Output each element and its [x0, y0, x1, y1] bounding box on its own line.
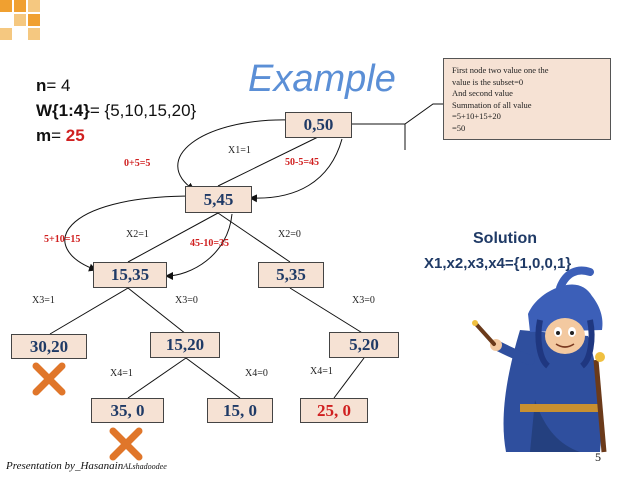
slide-title: Example: [248, 58, 396, 100]
m-value: 25: [65, 126, 85, 145]
calc-label: 50-5=45: [285, 157, 320, 168]
edge-label: X1=1: [228, 145, 251, 156]
edge-n5-n7: [127, 357, 187, 399]
edge-n2-n4: [49, 287, 129, 335]
edge-n1-n2: [127, 212, 219, 263]
edge-n2-n5: [127, 287, 187, 335]
m-line: m= 25: [36, 126, 85, 146]
w-value: = {5,10,15,20}: [89, 101, 197, 120]
edge-label: X3=0: [352, 295, 375, 306]
callout-line: =5+10+15+20: [452, 111, 501, 121]
tree-node: 15,20: [150, 332, 220, 358]
corner-square-1: [0, 0, 12, 12]
callout-line: And second value: [452, 88, 513, 98]
edge-label: X4=0: [245, 368, 268, 379]
n-line: n= 4: [36, 76, 71, 96]
tree-node: 15, 0: [207, 398, 273, 423]
w-line: W{1:4}= {5,10,15,20}: [36, 101, 196, 121]
tree-node-solution: 25, 0: [300, 398, 368, 423]
edge-n5-n8: [185, 357, 241, 399]
n-value: = 4: [46, 76, 71, 95]
tree-node: 15,35: [93, 262, 167, 288]
solution-value: X1,x2,x3,x4={1,0,0,1}: [424, 255, 572, 272]
callout-line: Summation of all value: [452, 99, 532, 110]
m-label: m: [36, 126, 52, 145]
calc-label: 0+5=5: [124, 158, 151, 169]
callout-note: First node two value one the value is th…: [443, 58, 611, 140]
corner-square-5: [28, 14, 40, 26]
corner-square-7: [28, 28, 40, 40]
arrow-n1-to-n2-left: [64, 195, 193, 272]
corner-square-3: [28, 0, 40, 12]
edge-label: X3=1: [32, 295, 55, 306]
edge-label: X4=1: [310, 366, 333, 377]
solution-heading: Solution: [473, 230, 537, 247]
tree-node: 35, 0: [91, 398, 164, 423]
tree-node: 5,20: [329, 332, 399, 358]
edge-label: X4=1: [110, 368, 133, 379]
callout-line: First node two value one the: [452, 65, 549, 75]
arrow-root-to-n1-left: [177, 119, 291, 191]
tree-node: 5,35: [258, 262, 324, 288]
arrow-root-to-n1-right: [249, 138, 343, 203]
edge-label: X2=0: [278, 229, 301, 240]
edge-n1-n3: [217, 212, 291, 263]
w-label: W{1:4}: [36, 101, 90, 120]
page-number: 5: [595, 450, 601, 464]
calc-label: 45-10=35: [190, 238, 230, 249]
edge-n6-n9: [333, 357, 365, 399]
n-label: n: [36, 76, 47, 95]
credit-line: Presentation by_HasanainALshadoodee: [6, 460, 167, 472]
edge-label: X2=1: [126, 229, 149, 240]
credit-small: ALshadoodee: [123, 462, 167, 471]
corner-square-4: [14, 14, 26, 26]
corner-square-2: [14, 0, 26, 12]
tree-node-root: 0,50: [285, 112, 352, 138]
calc-label: 5+10=15: [44, 234, 81, 245]
callout-line: =50: [452, 122, 466, 133]
tree-node: 30,20: [11, 334, 87, 359]
corner-square-6: [0, 28, 12, 40]
callout-pointer: [352, 103, 443, 125]
arrow-n1-to-n2-right: [165, 213, 233, 280]
edge-n3-n6: [289, 287, 365, 335]
edge-label: X3=0: [175, 295, 198, 306]
credit-main: Presentation by_Hasanain: [6, 460, 124, 472]
m-eq: =: [51, 126, 66, 145]
edge-root-n1: [217, 136, 319, 187]
callout-line: value is the subset=0: [452, 76, 524, 87]
tree-node: 5,45: [185, 186, 252, 213]
